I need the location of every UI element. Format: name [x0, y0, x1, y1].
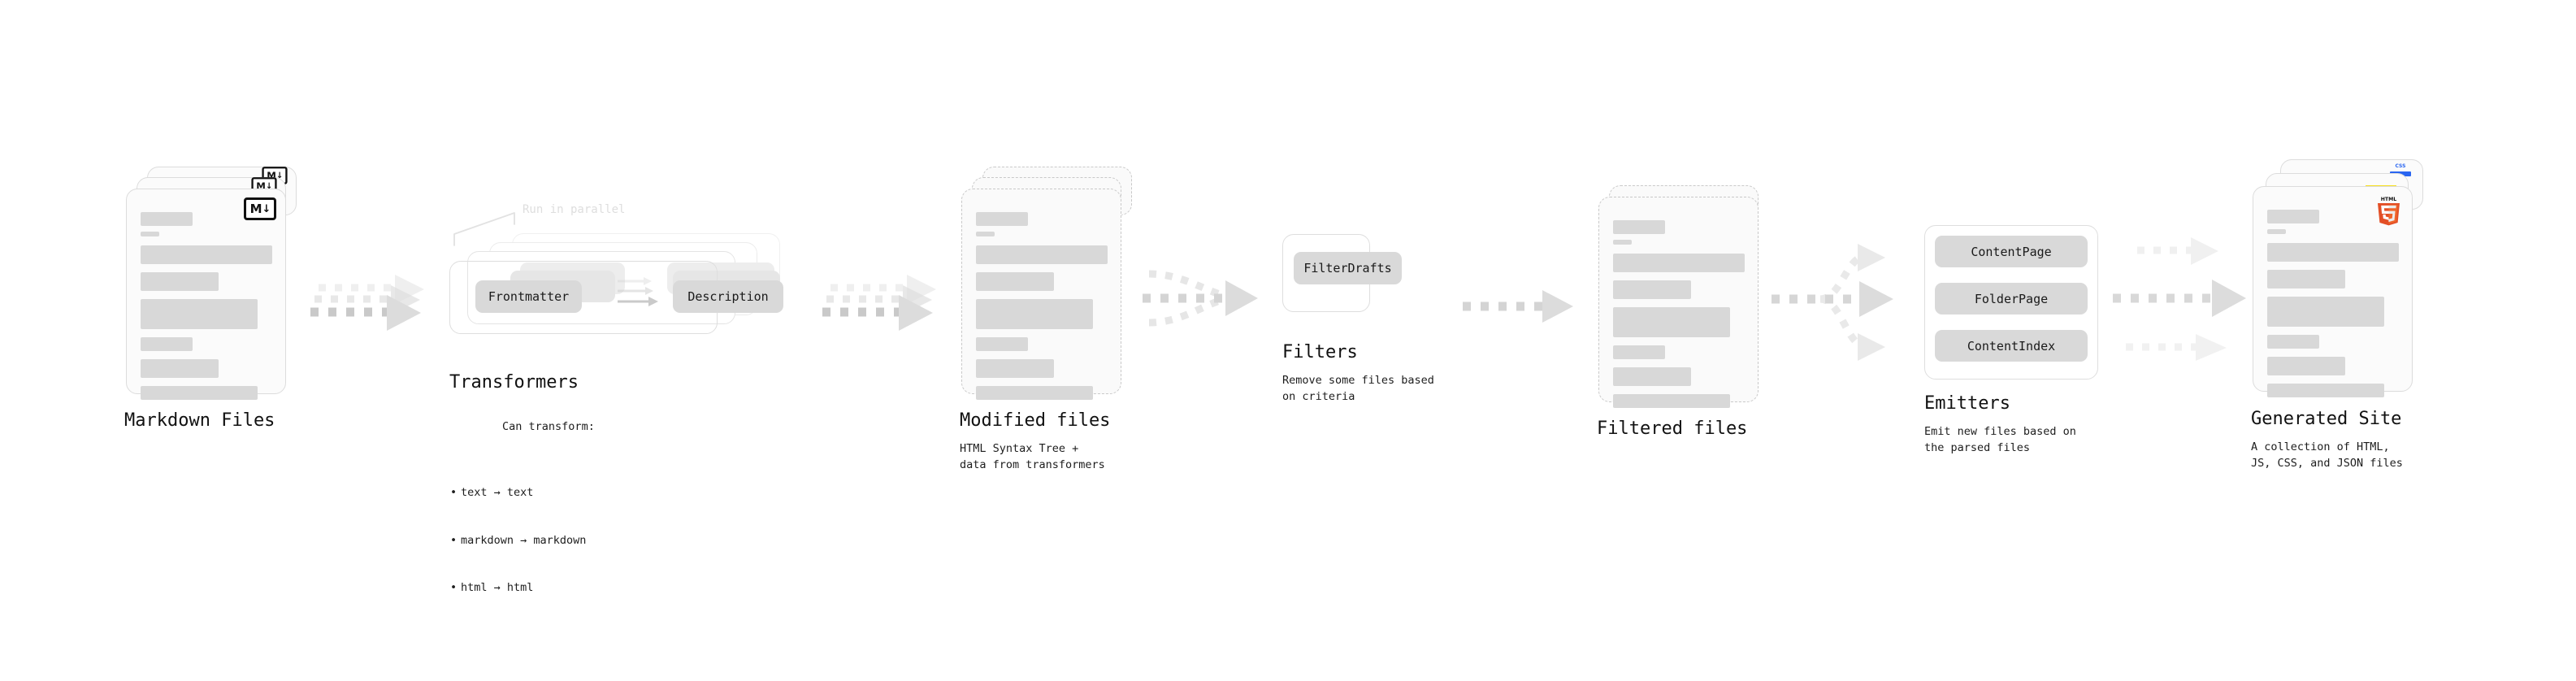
svg-text:HTML: HTML [2381, 197, 2397, 202]
file-card-placeholder-lines [976, 212, 1109, 406]
filtered-file-stack [1598, 185, 1769, 413]
placeholder-bar [1613, 345, 1665, 359]
placeholder-bar [976, 386, 1093, 400]
subtitle-line-2: on criteria [1282, 389, 1355, 403]
markdown-badge: M↓ [244, 197, 276, 220]
placeholder-bar [1613, 220, 1665, 234]
caption-filters: Filters Remove some files based on crite… [1282, 342, 1434, 405]
arrow-emitters-to-generated-site [2113, 237, 2259, 361]
file-card-front: M↓ [126, 189, 286, 400]
parallel-bracket-icon [453, 212, 515, 246]
file-card-front [1598, 197, 1759, 408]
file-card-html: HTML [2253, 186, 2413, 397]
placeholder-bar [1613, 254, 1745, 272]
generated-site-file-stack: CSS HTML [2253, 159, 2423, 397]
placeholder-bar [976, 337, 1028, 351]
placeholder-bar [2267, 210, 2319, 223]
subtitle-line-1: Remove some files based [1282, 374, 1434, 387]
subtitle-line-2: the parsed files [1924, 440, 2031, 454]
stage-filtered-files: Filtered files [1597, 185, 1769, 439]
subtitle-line-2: data from transformers [960, 458, 1105, 471]
placeholder-bar [141, 299, 258, 329]
placeholder-bar [2267, 229, 2286, 234]
chip-description[interactable]: Description [673, 280, 783, 313]
caption-modified-files: Modified files HTML Syntax Tree + data f… [960, 410, 1110, 473]
placeholder-bar [976, 359, 1054, 378]
subtitle-line-1: A collection of HTML, [2251, 440, 2390, 453]
run-in-parallel-label: Run in parallel [523, 203, 626, 216]
stage-markdown-files: M↓ M↓ M↓ [124, 167, 297, 431]
file-card-placeholder-lines [141, 212, 274, 406]
html5-icon: HTML [2375, 195, 2402, 226]
chip-frontmatter[interactable]: Frontmatter [475, 280, 582, 313]
list-item: text → text [450, 485, 595, 501]
subtitle-line-1: HTML Syntax Tree + [960, 442, 1079, 455]
placeholder-bar [1613, 394, 1730, 408]
placeholder-bar [976, 299, 1093, 329]
caption-transformers: Transformers Can transform: text → text … [449, 372, 595, 660]
list-item: markdown → markdown [450, 533, 595, 549]
stage-title: Emitters [1924, 393, 2010, 414]
stage-title: Markdown Files [124, 410, 275, 431]
placeholder-bar [141, 359, 219, 378]
chip-contentpage[interactable]: ContentPage [1935, 236, 2088, 267]
placeholder-bar [976, 272, 1054, 291]
stage-subtitle: HTML Syntax Tree + data from transformer… [960, 441, 1110, 473]
placeholder-bar [141, 245, 272, 264]
placeholder-bar [2267, 243, 2399, 262]
placeholder-bar [141, 337, 193, 351]
stage-subtitle: Remove some files based on criteria [1282, 373, 1434, 405]
stage-subtitle: A collection of HTML, JS, CSS, and JSON … [2251, 440, 2403, 471]
arrow-filtered-files-to-emitters [1772, 244, 1918, 366]
chip-filterdrafts[interactable]: FilterDrafts [1294, 252, 1402, 284]
caption-emitters: Emitters Emit new files based on the par… [1924, 393, 2076, 456]
file-card-placeholder-lines [2267, 210, 2400, 403]
stage-generated-site: CSS HTML [2251, 159, 2423, 470]
placeholder-bar [1613, 367, 1691, 386]
subtitle-line-1: Emit new files based on [1924, 425, 2076, 438]
stage-subtitle: Emit new files based on the parsed files [1924, 424, 2076, 456]
placeholder-bar [976, 232, 995, 236]
placeholder-bar [1613, 240, 1632, 245]
placeholder-bar [2267, 384, 2384, 397]
stage-title: Modified files [960, 410, 1111, 431]
stage-title: Transformers [449, 372, 579, 393]
placeholder-bar [1613, 280, 1691, 299]
placeholder-bar [141, 272, 219, 291]
chip-folderpage[interactable]: FolderPage [1935, 283, 2088, 314]
arrow-markdown-to-transformers [310, 275, 440, 356]
stage-modified-files: Modified files HTML Syntax Tree + data f… [960, 167, 1132, 471]
arrow-filters-to-filtered-files [1463, 288, 1593, 345]
stage-title: Filters [1282, 342, 1358, 362]
transform-bullet-list: text → text markdown → markdown html → h… [449, 453, 595, 628]
file-card-placeholder-lines [1613, 220, 1746, 414]
caption-markdown-files: Markdown Files [124, 410, 275, 431]
placeholder-bar [141, 212, 193, 226]
transformer-inner-arrows-icon [618, 277, 658, 306]
caption-generated-site: Generated Site A collection of HTML, JS,… [2251, 409, 2403, 471]
modified-file-stack [961, 167, 1132, 400]
chip-contentindex[interactable]: ContentIndex [1935, 330, 2088, 362]
placeholder-bar [976, 212, 1028, 226]
caption-filtered-files: Filtered files [1597, 419, 1747, 439]
stage-title: Generated Site [2251, 409, 2402, 429]
arrow-transformers-to-modified-files [822, 275, 952, 356]
placeholder-bar [141, 232, 159, 236]
stage-title: Filtered files [1597, 419, 1748, 439]
placeholder-bar [2267, 357, 2345, 375]
markdown-file-stack: M↓ M↓ M↓ [126, 167, 297, 400]
placeholder-bar [141, 386, 258, 400]
file-card-front [961, 189, 1121, 400]
stage-subtitle: Can transform: text → text markdown → ma… [449, 403, 595, 660]
placeholder-bar [1613, 307, 1730, 337]
subtitle-line-2: JS, CSS, and JSON files [2251, 456, 2403, 470]
can-transform-label: Can transform: [502, 419, 595, 433]
arrow-modified-files-to-filters [1138, 264, 1276, 354]
placeholder-bar [976, 245, 1108, 264]
list-item: html → html [450, 580, 595, 596]
placeholder-bar [2267, 297, 2384, 327]
placeholder-bar [2267, 270, 2345, 288]
placeholder-bar [2267, 335, 2319, 349]
